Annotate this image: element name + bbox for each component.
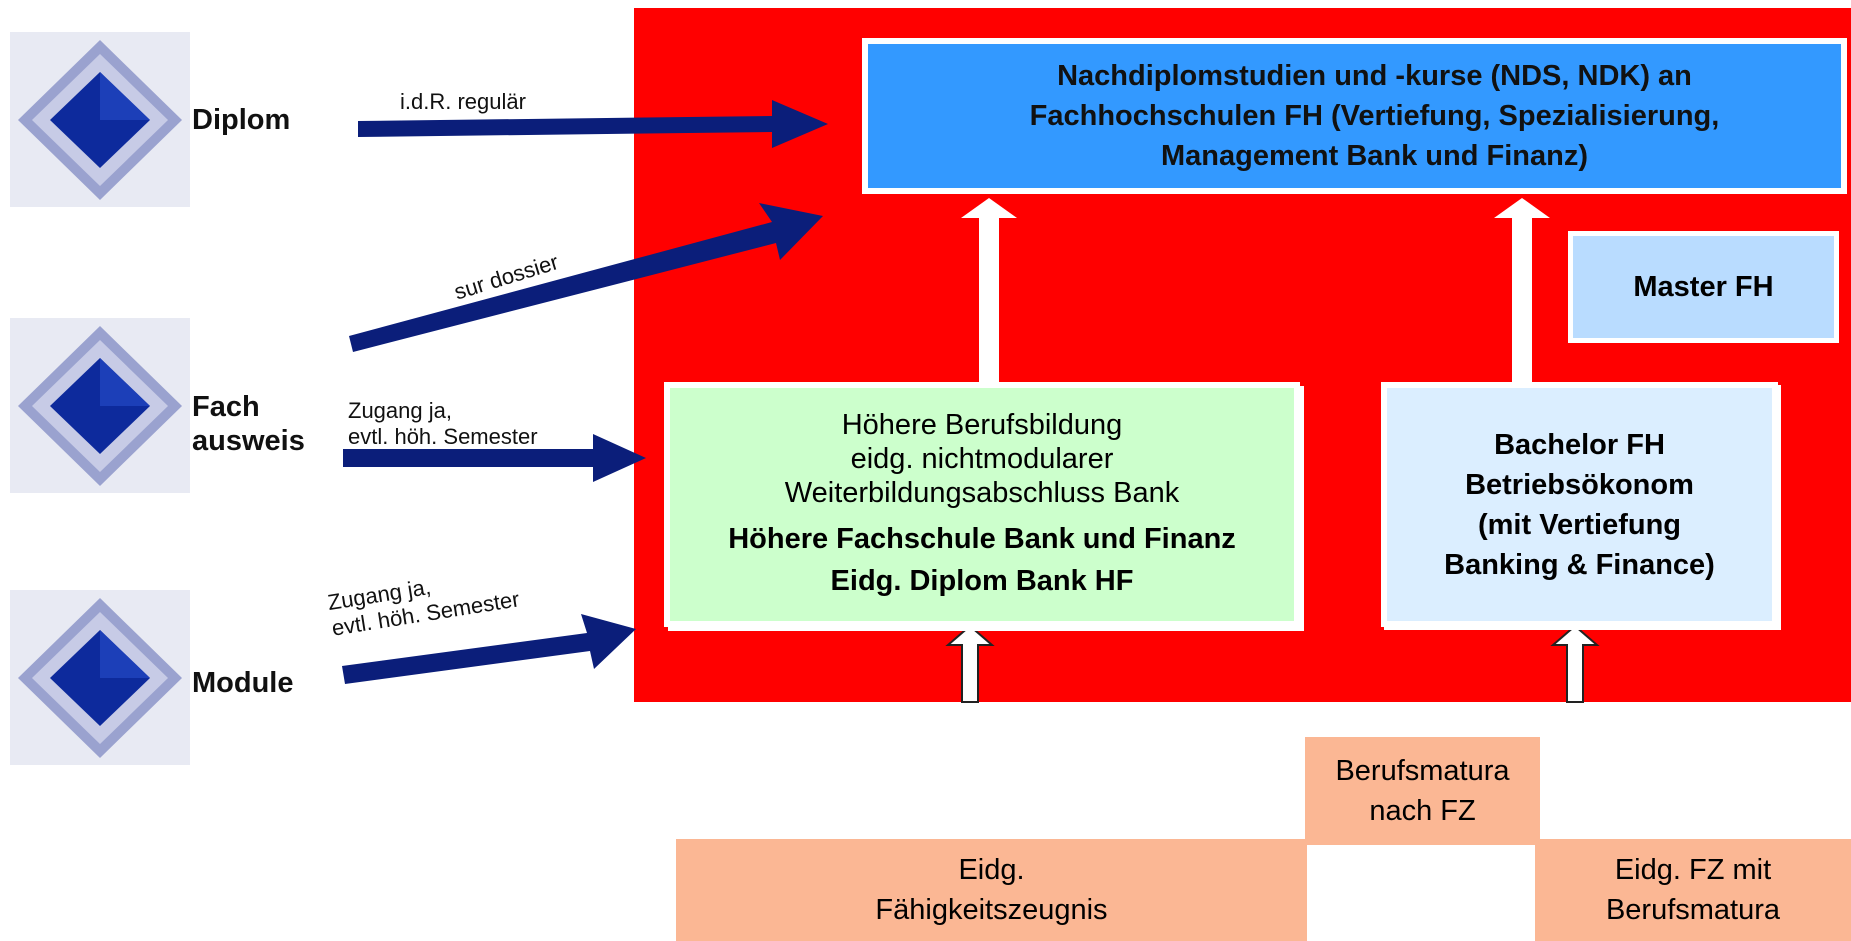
efz-bm-line1: Eidg. FZ mit bbox=[1614, 854, 1772, 886]
arrow-label-fach-access-line1: Zugang ja, bbox=[348, 398, 452, 423]
hf-line3: Weiterbildungsabschluss Bank bbox=[784, 476, 1180, 509]
master-label: Master FH bbox=[1633, 270, 1774, 303]
arrow-module-to-hf bbox=[342, 614, 636, 684]
module-label: Module bbox=[192, 667, 294, 699]
nds-line1: Nachdiplomstudien und -kurse (NDS, NDK) … bbox=[1057, 60, 1692, 92]
diplom-label: Diplom bbox=[192, 104, 291, 136]
nds-line3: Management Bank und Finanz) bbox=[1161, 140, 1588, 172]
bachelor-line1: Bachelor FH bbox=[1494, 428, 1665, 461]
efz-line2: Fähigkeitszeugnis bbox=[875, 894, 1108, 926]
efz-box: Eidg. Fähigkeitszeugnis bbox=[676, 839, 1307, 941]
bachelor-box: Bachelor FH Betriebsökonom (mit Vertiefu… bbox=[1381, 382, 1778, 627]
nds-line2: Fachhochschulen FH (Vertiefung, Speziali… bbox=[1029, 100, 1720, 132]
arrow-label-regular: i.d.R. regulär bbox=[400, 89, 526, 114]
hollow-arrow-to-bachelor bbox=[1550, 624, 1600, 703]
fachausweis-label: Fach ausweis bbox=[192, 390, 305, 458]
bachelor-line3: (mit Vertiefung bbox=[1477, 508, 1681, 541]
arrow-label-fach-access-line2: evtl. höh. Semester bbox=[348, 424, 538, 449]
efz-bm-line2: Berufsmatura bbox=[1605, 894, 1781, 926]
bachelor-line4: Banking & Finance) bbox=[1444, 548, 1715, 581]
hf-line1: Höhere Berufsbildung bbox=[841, 408, 1123, 441]
hf-bold2: Eidg. Diplom Bank HF bbox=[830, 564, 1134, 597]
efz-bm-box: Eidg. FZ mit Berufsmatura bbox=[1535, 839, 1851, 941]
diamond-logo-icon bbox=[10, 590, 190, 765]
arrow-bachelor-to-nds bbox=[1494, 198, 1550, 382]
hf-line2: eidg. nichtmodularer bbox=[850, 442, 1114, 475]
arrow-diplom-to-nds bbox=[358, 100, 828, 148]
bachelor-line2: Betriebsökonom bbox=[1465, 468, 1694, 501]
berufsmatura-line2: nach FZ bbox=[1369, 795, 1476, 827]
fachausweis-label-line1: Fach bbox=[192, 391, 260, 423]
hollow-arrow-to-hf bbox=[945, 624, 995, 703]
arrow-label-fach-access: Zugang ja, evtl. höh. Semester bbox=[348, 398, 538, 450]
arrow-dossier-to-nds bbox=[349, 203, 823, 352]
master-box: Master FH bbox=[1568, 231, 1839, 343]
diamond-logo-icon bbox=[10, 318, 190, 493]
arrow-hf-to-nds bbox=[961, 198, 1017, 382]
fachausweis-label-line2: ausweis bbox=[192, 425, 305, 457]
efz-line1: Eidg. bbox=[958, 854, 1025, 886]
arrow-fachausweis-to-hf bbox=[343, 434, 646, 482]
hf-box: Höhere Berufsbildung eidg. nichtmodulare… bbox=[664, 382, 1300, 627]
berufsmatura-line1: Berufsmatura bbox=[1335, 755, 1510, 787]
hf-bold1: Höhere Fachschule Bank und Finanz bbox=[728, 522, 1236, 555]
diamond-logo-icon bbox=[10, 32, 190, 207]
nds-box: Nachdiplomstudien und -kurse (NDS, NDK) … bbox=[862, 38, 1847, 194]
berufsmatura-box: Berufsmatura nach FZ bbox=[1305, 737, 1540, 845]
